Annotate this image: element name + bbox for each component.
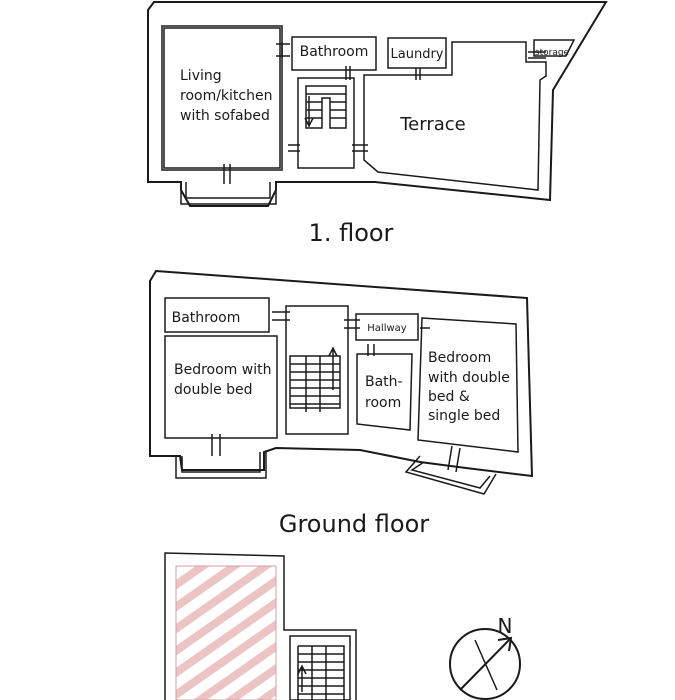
gf-stair-arrow xyxy=(328,346,338,390)
ground-floor-outer-wall xyxy=(149,269,534,478)
doors xyxy=(223,42,546,184)
bathroom-outline xyxy=(291,36,377,71)
lower-stair-arrow xyxy=(297,664,307,692)
compass-circle xyxy=(449,628,521,700)
living-room-outline xyxy=(163,27,281,169)
hatched-unused-area xyxy=(175,565,277,700)
gf-stairs xyxy=(289,355,341,412)
gf-balcony-left xyxy=(175,452,267,479)
first-floor-title: 1. floor xyxy=(309,219,394,247)
ground-floor-title: Ground floor xyxy=(279,510,429,538)
bedroom-double-outline xyxy=(164,335,278,439)
terrace-label: Terrace xyxy=(399,114,466,135)
gf-doors xyxy=(211,311,461,473)
hallway-label: Hallway xyxy=(367,323,407,334)
bedroom-double-label: Bedroom with double bed xyxy=(174,362,276,398)
lower-floor-plan xyxy=(164,552,357,700)
stair-arrow xyxy=(304,96,314,128)
living-room-label: Living room/kitchen with sofabed xyxy=(180,68,277,124)
gf-bath-room-outline xyxy=(356,353,413,431)
first-floor-outer-wall xyxy=(147,0,608,207)
compass-north-label: N xyxy=(498,614,513,638)
bathroom-label: Bathroom xyxy=(300,44,369,60)
hallway-outline xyxy=(355,313,419,341)
storage-label: storage xyxy=(535,48,570,58)
compass xyxy=(449,628,521,700)
first-floor-inner-wall xyxy=(161,25,283,171)
terrace-outline xyxy=(363,41,547,191)
stairs xyxy=(305,85,347,129)
laundry-label: Laundry xyxy=(391,47,444,62)
lower-stair-core xyxy=(289,635,351,700)
gf-bathroom-outline xyxy=(164,297,270,333)
laundry-outline xyxy=(387,37,447,69)
gf-bathroom-label: Bathroom xyxy=(172,310,241,326)
ground-floor-plan xyxy=(149,269,534,495)
storage-outline xyxy=(533,39,576,57)
bedroom-double-single-outline xyxy=(417,317,519,453)
gf-bath-room-label: Bath- room xyxy=(365,374,407,411)
gf-stair-core xyxy=(285,305,349,435)
lower-floor-outer-wall xyxy=(164,552,357,700)
bedroom-double-single-label: Bedroom with double bed & single bed xyxy=(428,350,514,424)
first-floor-plan xyxy=(147,0,608,207)
compass-crossline xyxy=(474,639,498,691)
stair-core xyxy=(297,77,355,169)
balcony xyxy=(180,182,277,205)
gf-balcony-right xyxy=(404,455,497,495)
